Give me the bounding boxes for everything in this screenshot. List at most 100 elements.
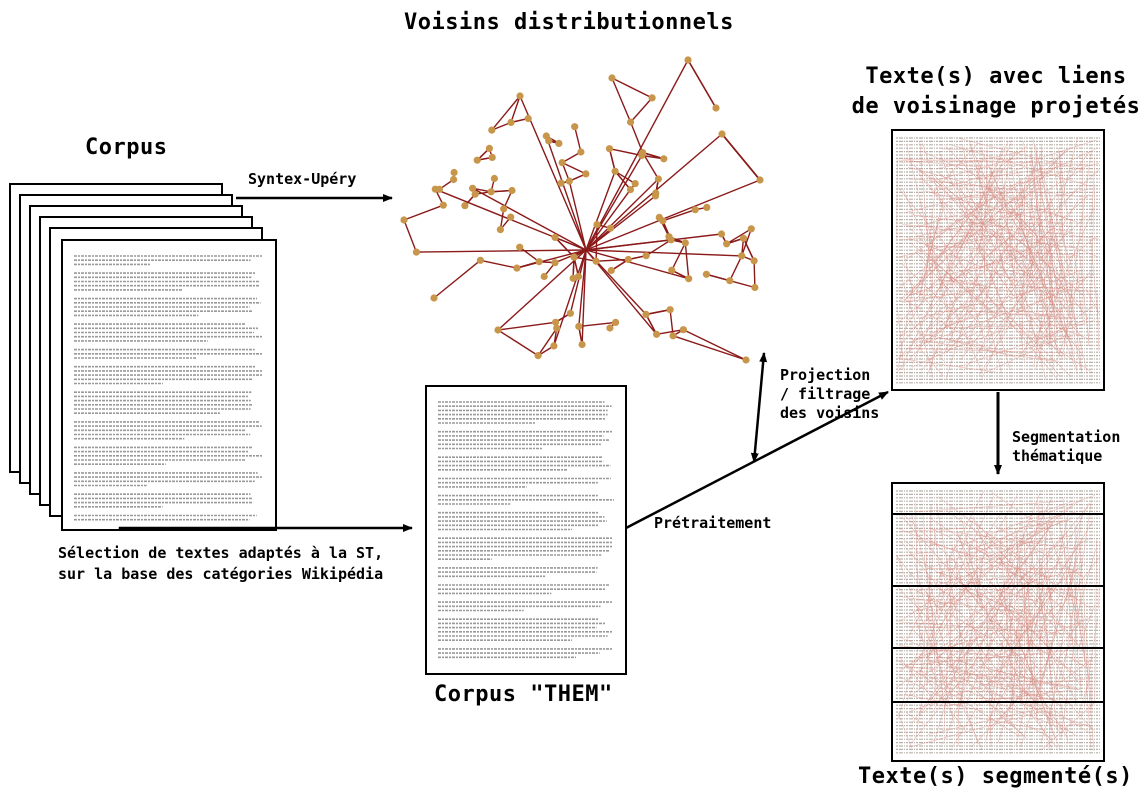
segmented-title: Texte(s) segmenté(s) [858, 764, 1133, 789]
neighbor-link [896, 300, 967, 373]
graph-node [570, 253, 578, 261]
graph-node [667, 236, 675, 244]
neighbor-link [966, 511, 1002, 568]
graph-node [496, 226, 504, 234]
graph-edge [510, 95, 521, 123]
graph-edge [578, 249, 587, 327]
neighbor-link [916, 628, 1009, 658]
graph-edge [574, 126, 582, 153]
neighbor-link [967, 544, 970, 606]
neighbor-link [926, 496, 994, 644]
projection-arrow [750, 352, 768, 463]
graph-node [642, 310, 650, 318]
graph-edge [721, 133, 761, 181]
linked-text-content [896, 137, 1100, 384]
neighbor-link [939, 517, 975, 606]
graph-node [642, 252, 650, 260]
neighbor-link [927, 658, 1046, 699]
neighbor-link [927, 706, 1048, 735]
neighbor-link [945, 234, 1016, 288]
graph-edge [684, 242, 690, 279]
neighbor-link [997, 299, 1060, 377]
selection-label-line2: sur la base des catégories Wikipédia [58, 565, 384, 583]
graph-node [747, 225, 755, 233]
neighbor-link [974, 167, 1008, 259]
neighbor-link [1094, 539, 1097, 704]
neighbor-link [961, 177, 1042, 349]
neighbor-link [914, 208, 1027, 300]
neighbor-link [1000, 508, 1086, 615]
graph-node [473, 156, 481, 164]
neighbor-link [1012, 177, 1026, 278]
neighbor-link [1044, 188, 1077, 230]
neighbor-link [1035, 216, 1066, 305]
graph-node [542, 132, 550, 140]
neighbor-link [1000, 632, 1068, 739]
graph-edge [585, 179, 761, 251]
graph-node [534, 352, 542, 360]
neighbor-link [922, 621, 1002, 677]
neighbor-link [902, 157, 973, 163]
neighbor-link [946, 235, 1045, 354]
graph-node [685, 275, 693, 283]
graph-node [507, 118, 515, 126]
neighbor-link [971, 642, 1074, 748]
neighbor-link [1065, 654, 1088, 669]
neighbor-link [1098, 541, 1101, 609]
graph-node [574, 272, 583, 280]
neighbor-link [1055, 158, 1068, 213]
graph-edge [729, 255, 743, 282]
neighbor-link [908, 712, 1040, 748]
neighbor-link [1032, 138, 1062, 317]
neighbor-link [1042, 557, 1100, 633]
graph-edge [614, 170, 632, 191]
neighbor-link [997, 241, 1084, 339]
neighbor-link [905, 316, 945, 362]
neighbor-link [1002, 261, 1032, 276]
neighbor-link [926, 615, 1038, 702]
neighbor-link [1085, 288, 1100, 315]
neighbor-link [1070, 218, 1083, 319]
neighbor-link [987, 162, 1009, 300]
graph-node [476, 256, 484, 264]
neighbor-link [938, 537, 1044, 574]
neighbor-link [937, 496, 1048, 578]
graph-edge [706, 273, 730, 282]
graph-node [684, 56, 692, 64]
neighbor-link [973, 516, 1055, 738]
neighbor-link [900, 278, 937, 337]
neighbor-link [897, 712, 912, 748]
neighbor-link [938, 154, 985, 294]
graph-node [571, 123, 579, 131]
graph-edge [608, 148, 616, 172]
neighbor-link [957, 574, 961, 747]
neighbor-link [901, 263, 959, 318]
neighbor-link [923, 187, 936, 303]
neighbor-link [952, 611, 962, 634]
graph-edge [671, 242, 686, 271]
neighbor-link [902, 189, 982, 372]
neighbor-link [960, 530, 988, 706]
neighbor-link [902, 538, 919, 553]
segmentation-label-line2: thématique [1012, 447, 1103, 465]
graph-edge [416, 249, 587, 253]
neighbor-link [926, 238, 1071, 377]
graph-node [550, 342, 558, 350]
neighbor-link [969, 159, 1039, 239]
neighbor-link [931, 602, 1018, 656]
neighbor-link [950, 494, 1096, 550]
corpus-title: Corpus [85, 135, 168, 160]
graph-node [750, 257, 758, 265]
neighbor-link [968, 165, 1068, 181]
graph-edge [642, 152, 660, 180]
neighbor-link [993, 584, 1054, 723]
graph-edge [630, 97, 653, 123]
neighbor-link [903, 287, 987, 303]
neighbor-link [1000, 168, 1025, 362]
graph-node [471, 190, 479, 198]
graph-edge [585, 171, 616, 251]
graph-edge [568, 180, 587, 251]
neighbor-link [982, 299, 1088, 339]
neighbor-link [896, 555, 956, 706]
neighbor-link [909, 221, 913, 225]
